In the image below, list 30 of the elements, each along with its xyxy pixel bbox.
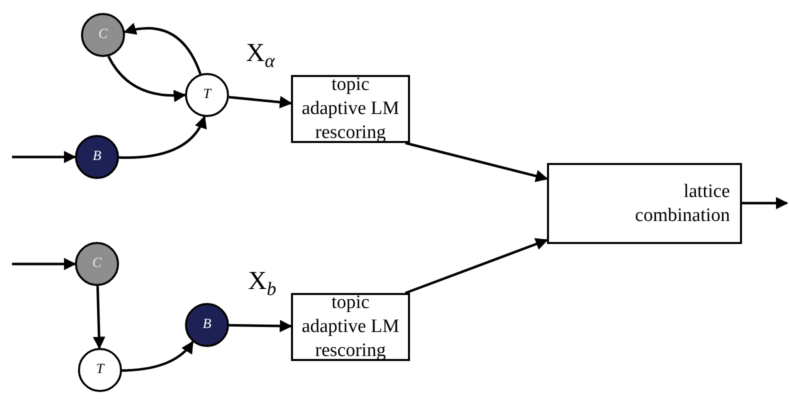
arrow <box>405 142 548 182</box>
process-box <box>291 293 410 361</box>
node-circle <box>78 348 122 392</box>
arrow <box>742 196 788 210</box>
node-letter: B <box>202 317 212 333</box>
node-letter: T <box>203 87 211 103</box>
arrow <box>228 96 292 108</box>
node-letter: C <box>92 256 102 272</box>
arrow <box>12 150 76 164</box>
box-label: topic adaptive LM rescoring <box>300 291 400 363</box>
arrow <box>405 238 548 294</box>
node-letter: C <box>98 27 108 43</box>
arrow <box>118 116 206 159</box>
box-label: lattice combination <box>634 180 730 228</box>
arrow <box>228 320 292 332</box>
arrow <box>12 258 76 270</box>
topic-node-circle <box>75 242 119 286</box>
arrow <box>107 56 186 102</box>
node-letter: T <box>96 362 104 378</box>
node-circle <box>185 73 229 117</box>
process-box <box>291 75 410 143</box>
process-box <box>547 163 742 244</box>
base-node-circle <box>185 303 229 347</box>
arrow <box>92 286 106 350</box>
box-label: topic adaptive LM rescoring <box>300 73 400 145</box>
topic-node-circle <box>81 13 125 57</box>
node-letter: B <box>92 149 102 165</box>
base-node-circle <box>75 135 119 179</box>
arrow <box>122 340 194 372</box>
arrow <box>124 23 202 74</box>
